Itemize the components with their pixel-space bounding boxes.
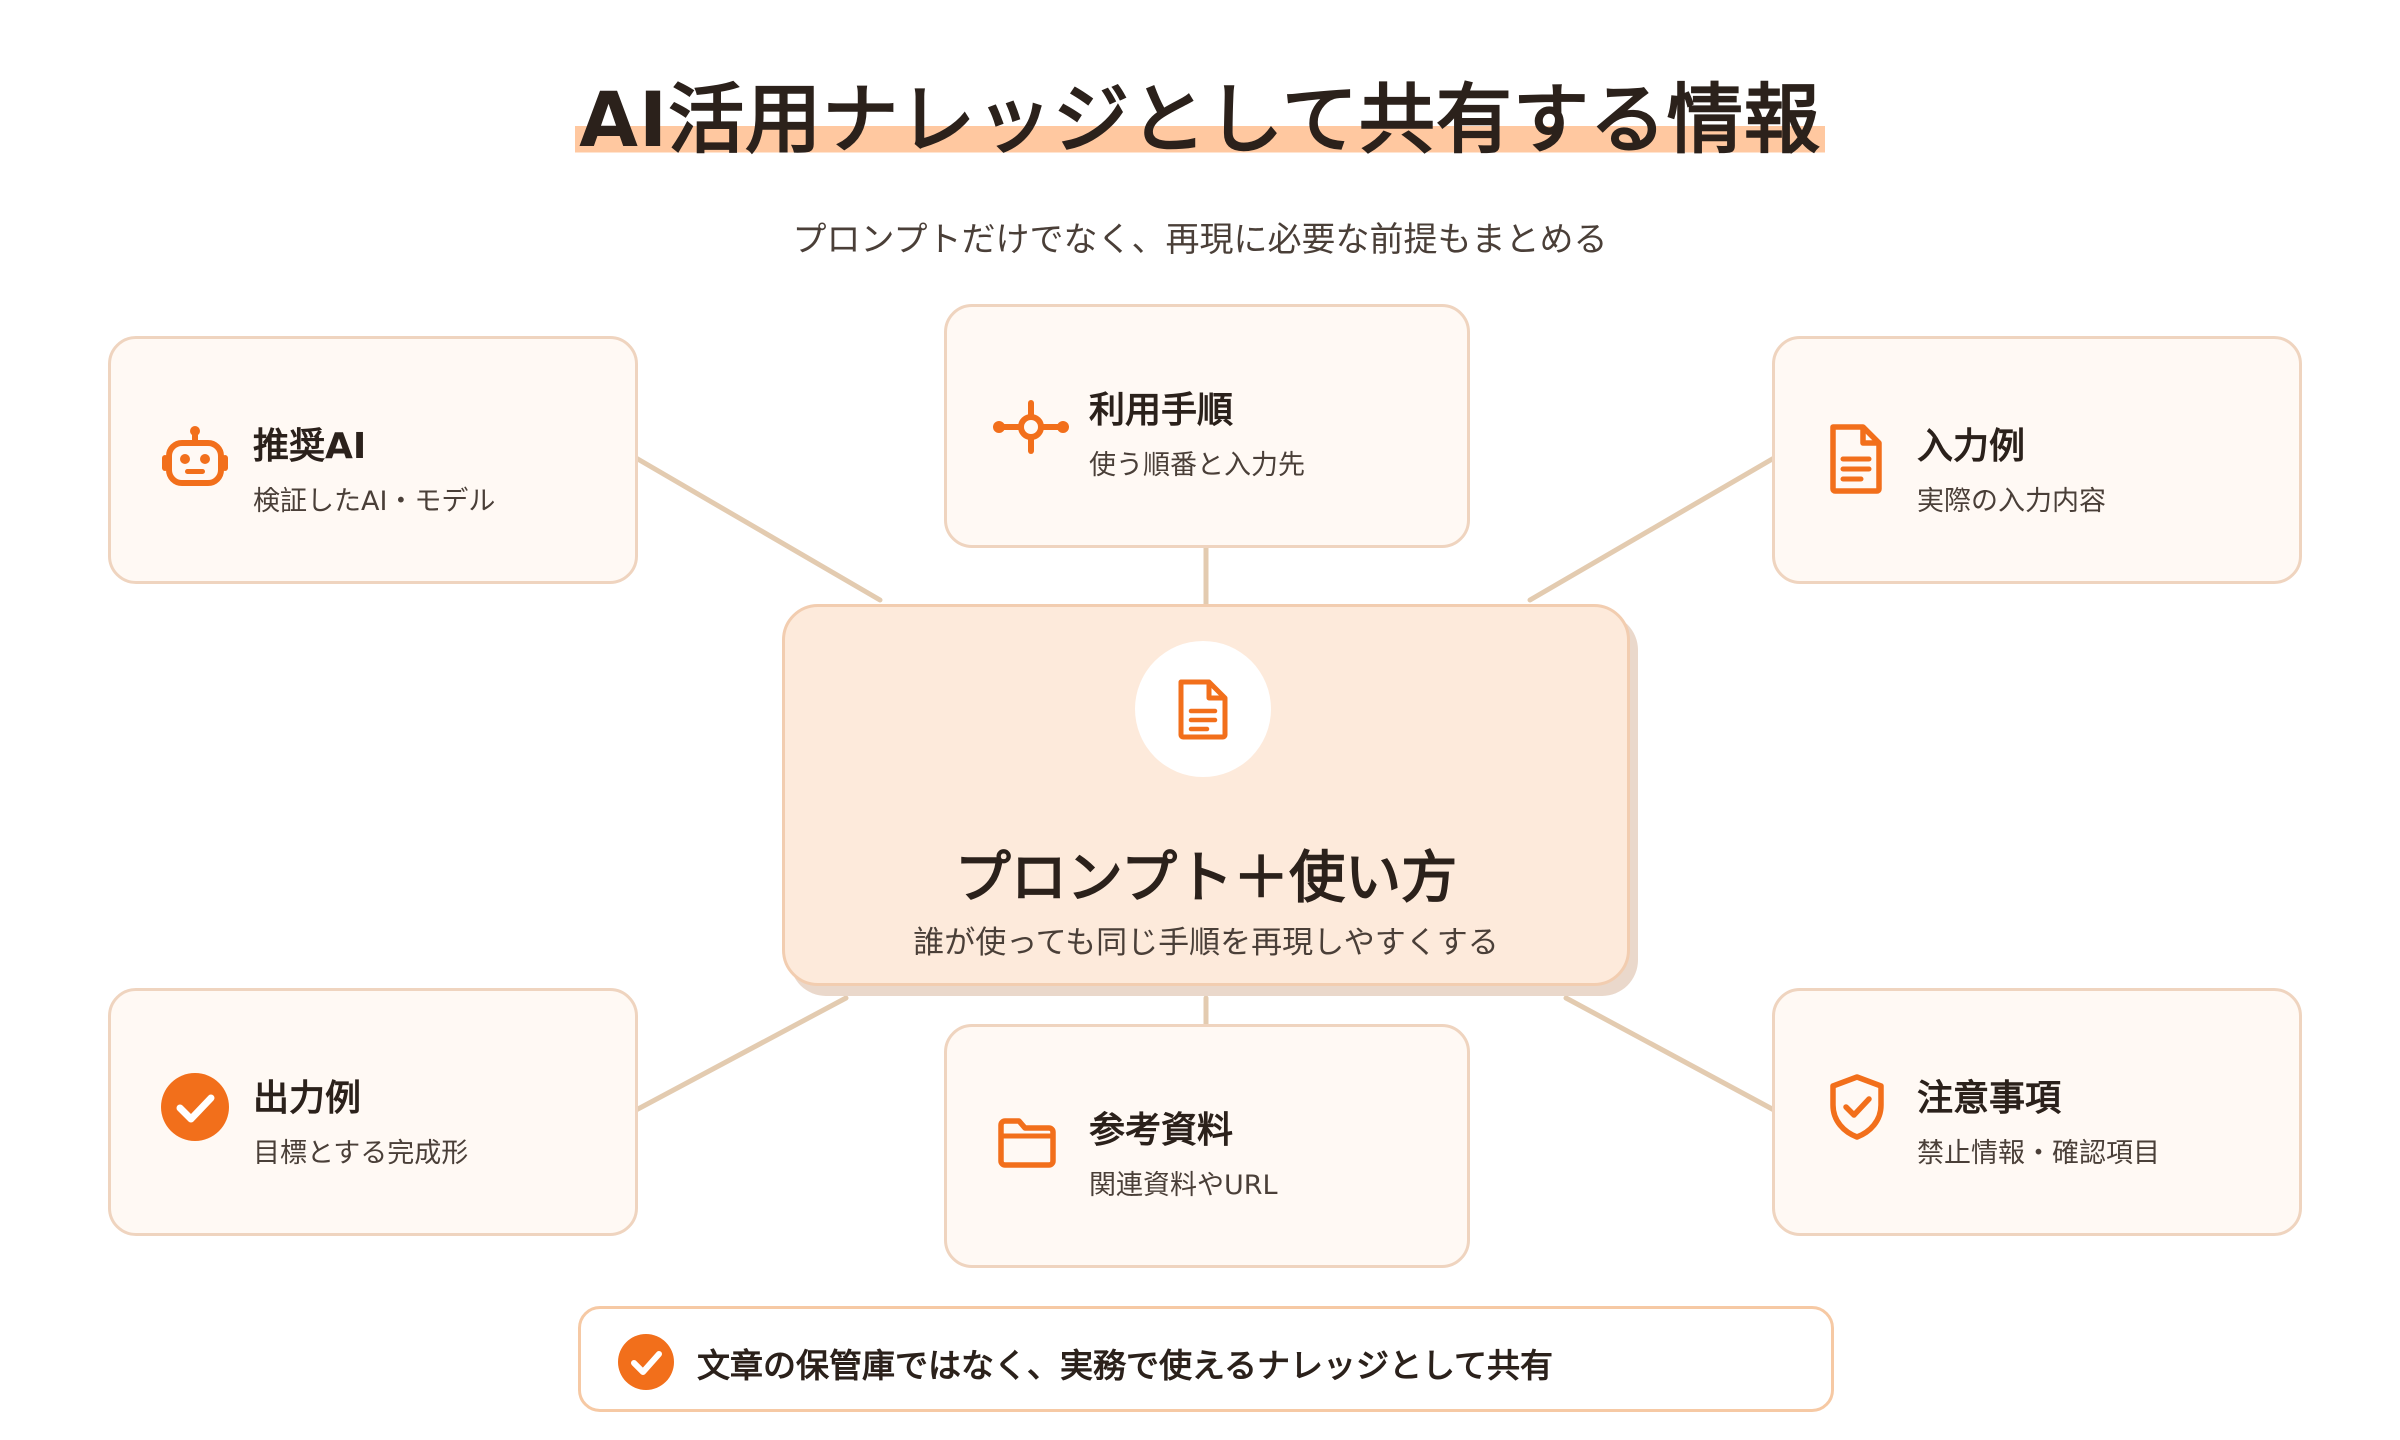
robot-icon: [161, 423, 229, 495]
card-input-example[interactable]: 入力例 実際の入力内容: [1772, 336, 2302, 584]
card-description: 目標とする完成形: [253, 1138, 469, 1169]
center-card[interactable]: プロンプト＋使い方 誰が使っても同じ手順を再現しやすくする: [782, 604, 1630, 986]
card-label: 入力例: [1917, 426, 2026, 467]
connector-output-example: [633, 995, 849, 1113]
connector-input-example: [1527, 455, 1777, 603]
card-label: 参考資料: [1089, 1110, 1234, 1151]
card-label: 出力例: [253, 1078, 362, 1119]
steps-icon: [993, 399, 1069, 459]
card-description: 使う順番と入力先: [1089, 450, 1305, 481]
folder-icon: [997, 1115, 1057, 1175]
card-description: 禁止情報・確認項目: [1917, 1138, 2160, 1169]
check-circle-icon: [159, 1071, 231, 1147]
connector-cautions: [1563, 995, 1777, 1113]
page-subtitle: プロンプトだけでなく、再現に必要な前提もまとめる: [792, 220, 1608, 260]
center-icon-circle: [1135, 641, 1271, 777]
card-description: 実際の入力内容: [1917, 486, 2106, 517]
shield-check-icon: [1827, 1073, 1887, 1145]
center-description: 誰が使っても同じ手順を再現しやすくする: [913, 925, 1499, 961]
card-recommended-ai[interactable]: 推奨AI 検証したAI・モデル: [108, 336, 638, 584]
connector-recommended-ai: [633, 455, 883, 603]
center-title: プロンプト＋使い方: [954, 846, 1458, 911]
card-label: 利用手順: [1089, 390, 1234, 431]
summary-banner: 文章の保管庫ではなく、実務で使えるナレッジとして共有: [578, 1306, 1834, 1412]
document-icon: [1178, 679, 1228, 740]
title-container: AI活用ナレッジとして共有する情報: [0, 58, 2400, 168]
card-cautions[interactable]: 注意事項 禁止情報・確認項目: [1772, 988, 2302, 1236]
card-label: 推奨AI: [253, 426, 367, 467]
banner-text: 文章の保管庫ではなく、実務で使えるナレッジとして共有: [697, 1346, 1554, 1385]
card-description: 関連資料やURL: [1089, 1170, 1278, 1201]
card-references[interactable]: 参考資料 関連資料やURL: [944, 1024, 1470, 1268]
check-circle-icon: [617, 1333, 675, 1395]
card-description: 検証したAI・モデル: [253, 486, 496, 517]
card-label: 注意事項: [1917, 1078, 2062, 1119]
card-output-example[interactable]: 出力例 目標とする完成形: [108, 988, 638, 1236]
document-icon: [1827, 423, 1885, 499]
page-title: AI活用ナレッジとして共有する情報: [575, 58, 1825, 168]
card-usage-steps[interactable]: 利用手順 使う順番と入力先: [944, 304, 1470, 548]
